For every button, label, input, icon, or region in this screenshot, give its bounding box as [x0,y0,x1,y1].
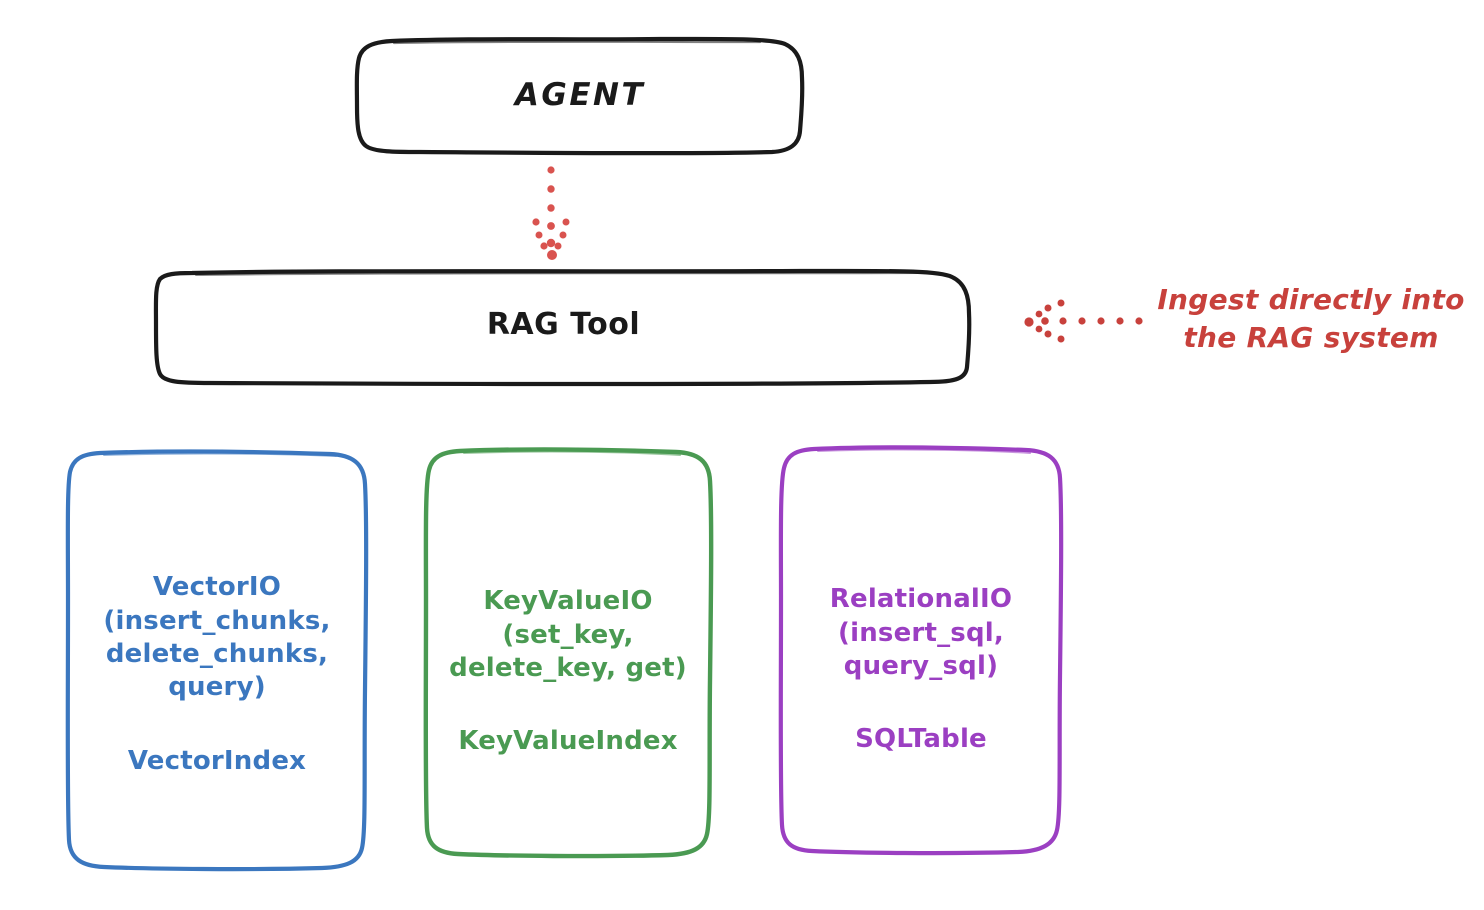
relational-store-index-label: SQLTable [855,724,987,755]
rag-tool-box[interactable] [153,268,972,387]
vector-store-api-label: VectorIO (insert_chunks, delete_chunks, … [103,572,331,703]
keyvalue-store-label: KeyValueIO (set_key, delete_key, get) Ke… [424,552,712,792]
keyvalue-store-box[interactable] [423,447,714,859]
rag-tool-label: RAG Tool [486,307,641,342]
keyvalue-store-index-label: KeyValueIndex [458,726,678,757]
vector-store-index-label: VectorIndex [127,745,307,776]
agent-to-rag-arrow [532,166,570,260]
agent-box[interactable] [354,36,805,156]
keyvalue-store-api-label: KeyValueIO (set_key, delete_key, get) [449,586,687,683]
relational-store-box[interactable] [778,445,1064,856]
relational-store-api-label: RelationalIO (insert_sql, query_sql) [829,584,1013,681]
ingest-to-rag-arrow [1024,299,1143,343]
relational-store-label: RelationalIO (insert_sql, query_sql) SQL… [780,550,1062,790]
agent-label: AGENT [514,77,646,113]
vector-store-box[interactable] [65,449,369,872]
ingest-annotation-text: Ingest directly into the RAG system [1157,283,1465,354]
vector-store-label: VectorIO (insert_chunks, delete_chunks, … [68,538,366,811]
